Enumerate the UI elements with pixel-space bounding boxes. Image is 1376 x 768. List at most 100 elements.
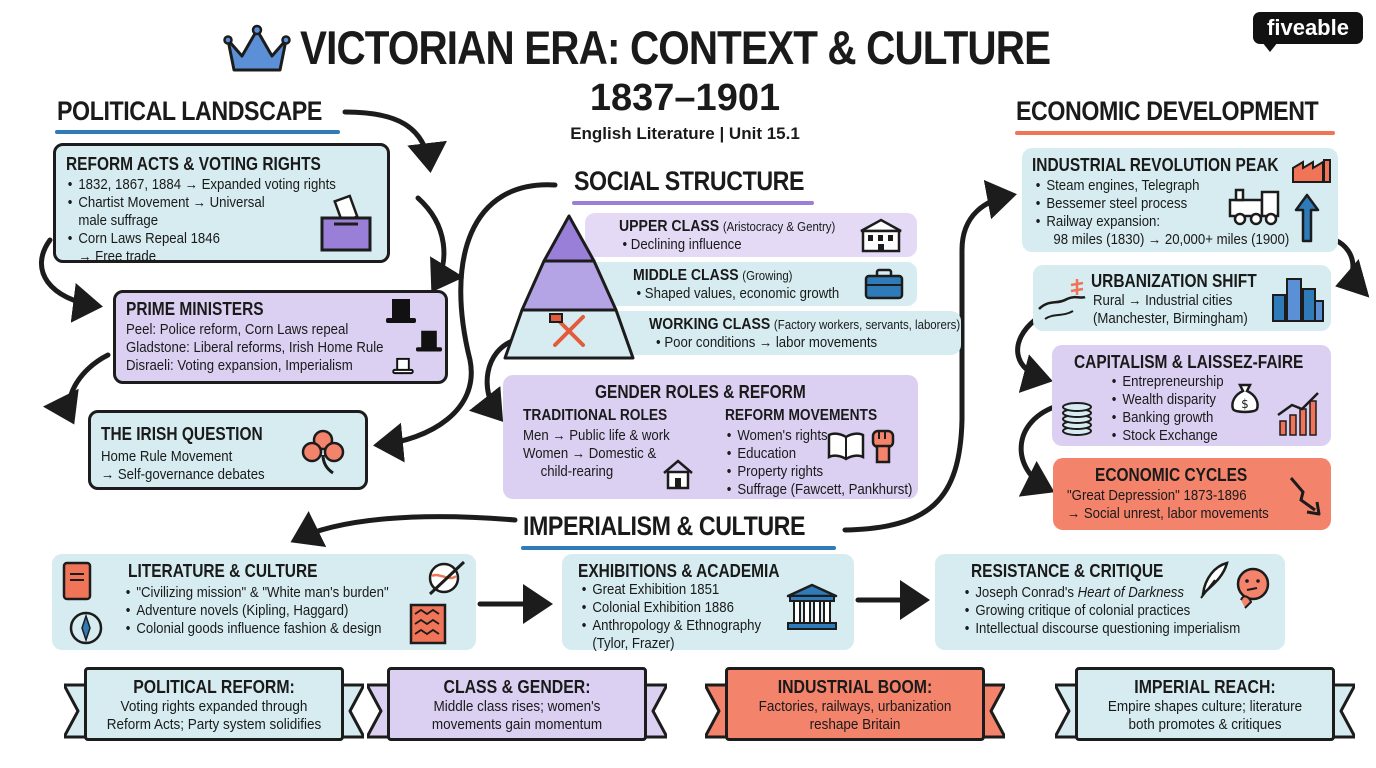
bullet: •: [636, 285, 645, 302]
irish-line: → Self-governance debates: [101, 466, 265, 483]
red-book-icon: [62, 561, 92, 601]
arrow-imp-to-lit: [290, 511, 518, 548]
literature-culture-title: LITERATURE & CULTURE: [128, 561, 318, 581]
resistance-item: Growing critique of colonial practices: [965, 602, 1240, 620]
banner-line: Empire shapes culture; literature: [1107, 698, 1303, 715]
banner-line: Reform Acts; Party system solidifies: [106, 716, 322, 733]
reform-acts-list: 1832, 1867, 1884 → Expanded voting right…: [66, 176, 336, 266]
urbanization-card: URBANIZATION SHIFT Rural → Industrial ci…: [1033, 265, 1331, 331]
exhibitions-academia-card: EXHIBITIONS & ACADEMIA Great Exhibition …: [562, 554, 854, 652]
museum-icon: [786, 583, 838, 630]
working-class-band: WORKING CLASS (Factory workers, servants…: [585, 311, 961, 355]
banner-line: both promotes & critiques: [1128, 716, 1282, 733]
gender-roles-card: GENDER ROLES & REFORM TRADITIONAL ROLES …: [503, 375, 918, 499]
prime-ministers-title: PRIME MINISTERS: [126, 299, 264, 319]
summary-banner: INDUSTRIAL BOOM: Factories, railways, ur…: [705, 667, 1005, 741]
factory-icon: [1292, 159, 1331, 183]
upper-class-note: (Aristocracy & Gentry): [722, 219, 836, 234]
capitalism-item: Wealth disparity: [1112, 391, 1223, 409]
capitalism-item: Banking growth: [1112, 409, 1223, 427]
irish-line: Home Rule Movement: [101, 448, 233, 465]
banner-title: IMPERIAL REACH:: [1134, 677, 1276, 697]
banner-line: Factories, railways, urbanization: [758, 698, 952, 715]
banner-body: IMPERIAL REACH: Empire shapes culture; l…: [1075, 667, 1335, 741]
reform-movement-item: Property rights: [727, 463, 912, 481]
literature-item: "Civilizing mission" & "White man's burd…: [126, 584, 389, 602]
industrial-item: Railway expansion:: [1036, 213, 1289, 231]
thinking-face-icon: [1236, 567, 1270, 609]
urban-line: Rural → Industrial cities: [1093, 292, 1233, 309]
briefcase-icon: [864, 268, 904, 300]
banner-body: POLITICAL REFORM: Voting rights expanded…: [84, 667, 344, 741]
city-icon: [1272, 278, 1324, 322]
compass-icon: [69, 611, 103, 645]
traditional-line: child-rearing: [540, 463, 614, 480]
capitalism-item: Entrepreneurship: [1112, 373, 1224, 391]
urban-line: (Manchester, Birmingham): [1093, 310, 1248, 327]
summary-banner: IMPERIAL REACH: Empire shapes culture; l…: [1055, 667, 1355, 741]
capitalism-title: CAPITALISM & LAISSEZ-FAIRE: [1074, 352, 1304, 372]
capitalism-list: Entrepreneurship Wealth disparity Bankin…: [1110, 373, 1224, 445]
traditional-line: Men → Public life & work: [523, 427, 670, 444]
banner-body: INDUSTRIAL BOOM: Factories, railways, ur…: [725, 667, 985, 741]
page-title: VICTORIAN ERA: CONTEXT & CULTURE: [300, 21, 1051, 74]
brand-logo-tail: [1262, 42, 1278, 52]
prime-ministers-card: PRIME MINISTERS Peel: Police reform, Cor…: [113, 290, 448, 384]
working-class-note: (Factory workers, servants, laborers): [773, 317, 961, 332]
working-class-title: WORKING CLASS: [649, 316, 771, 333]
reform-item: Chartist Movement → Universal: [68, 194, 336, 212]
banner-title: CLASS & GENDER:: [443, 677, 591, 697]
industrial-item-cont: 98 miles (1830) → 20,000+ miles (1900): [1053, 231, 1290, 248]
heart-of-darkness-title: Heart of Darkness: [1077, 584, 1185, 601]
brand-logo: fiveable: [1253, 12, 1363, 44]
hammer-wrench-icon: [549, 313, 585, 347]
reform-item: 1832, 1867, 1884 → Expanded voting right…: [68, 176, 336, 194]
cycles-line: → Social unrest, labor movements: [1067, 505, 1269, 522]
reform-movements-column: REFORM MOVEMENTS Women's rights Educatio…: [725, 405, 938, 499]
reform-item: Corn Laws Repeal 1846: [68, 230, 336, 248]
urbanization-title: URBANIZATION SHIFT: [1091, 271, 1257, 291]
globe-spear-icon: [428, 560, 466, 596]
section-title-economic: ECONOMIC DEVELOPMENT: [1016, 96, 1319, 126]
cycles-line: "Great Depression" 1873-1896: [1067, 487, 1247, 504]
arrow-reform-to-pm: [415, 195, 465, 293]
fist-icon: [871, 429, 895, 464]
top-hat-icon: [386, 299, 416, 323]
reform-movement-item: Education: [727, 445, 912, 463]
exhibitions-item: Colonial Exhibition 1886: [582, 599, 761, 617]
summary-banner: POLITICAL REFORM: Voting rights expanded…: [64, 667, 364, 741]
exhibitions-academia-title: EXHIBITIONS & ACADEMIA: [578, 561, 780, 581]
textile-icon: [409, 603, 447, 645]
summary-banner: CLASS & GENDER: Middle class rises; wome…: [367, 667, 667, 741]
reform-acts-title: REFORM ACTS & VOTING RIGHTS: [66, 154, 321, 174]
economic-cycles-title: ECONOMIC CYCLES: [1095, 465, 1248, 485]
exhibitions-item-cont: (Tylor, Frazer): [592, 635, 675, 652]
section-title-political: POLITICAL LANDSCAPE: [57, 96, 322, 126]
industrial-item: Bessemer steel process: [1036, 195, 1289, 213]
bullet: •: [622, 236, 631, 253]
traditional-roles-title: TRADITIONAL ROLES: [523, 407, 668, 424]
middle-class-note: (Growing): [742, 268, 793, 283]
reform-item-cont-text: male suffrage: [78, 212, 159, 229]
class-pyramid: [503, 214, 635, 360]
bar-chart-icon: [1277, 392, 1319, 436]
countryside-icon: [1038, 279, 1086, 320]
bullet: •: [656, 334, 665, 351]
irish-question-title: THE IRISH QUESTION: [101, 424, 263, 444]
shamrock-icon: [301, 429, 345, 475]
literature-culture-list: "Civilizing mission" & "White man's burd…: [124, 584, 389, 638]
up-arrow-icon: [1294, 193, 1320, 243]
prime-ministers-list: Peel: Police reform, Corn Laws repeal Gl…: [126, 321, 384, 375]
upper-class-title: UPPER CLASS: [619, 218, 720, 235]
resistance-item: Intellectual discourse questioning imper…: [965, 620, 1240, 638]
house-icon: [663, 459, 693, 490]
industrial-revolution-title: INDUSTRIAL REVOLUTION PEAK: [1032, 155, 1279, 175]
reform-item-cont: male suffrage: [78, 212, 336, 230]
page-subtitle: English Literature | Unit 15.1: [570, 124, 800, 143]
literature-culture-card: LITERATURE & CULTURE "Civilizing mission…: [52, 554, 476, 650]
upper-class-text: UPPER CLASS (Aristocracy & Gentry) • Dec…: [619, 218, 835, 254]
banner-body: CLASS & GENDER: Middle class rises; wome…: [387, 667, 647, 741]
pm-line: Gladstone: Liberal reforms, Irish Home R…: [126, 339, 384, 356]
middle-class-text: MIDDLE CLASS (Growing) • Shaped values, …: [633, 267, 839, 303]
upper-class-band: UPPER CLASS (Aristocracy & Gentry) • Dec…: [585, 213, 917, 257]
